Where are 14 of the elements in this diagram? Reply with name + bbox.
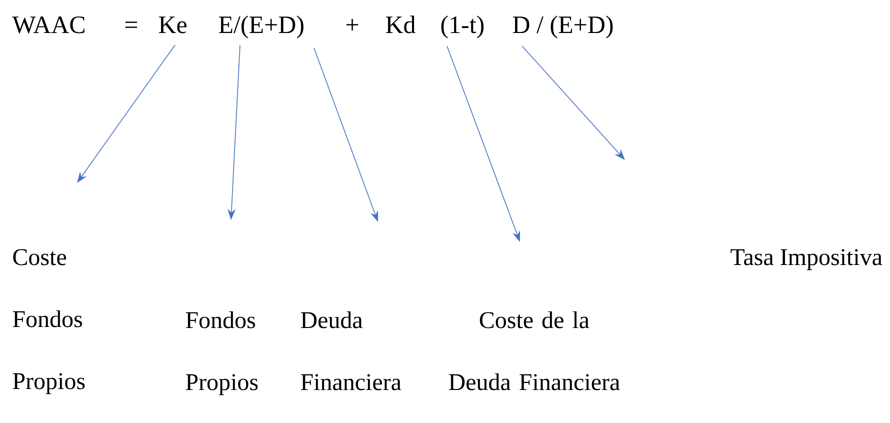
formula-text: + (346, 18, 358, 31)
formula-text: = (125, 22, 138, 28)
formula-term: D / (E+D) (512, 16, 613, 38)
definition-text: Deuda Financiera (300, 311, 402, 390)
arrow (522, 46, 625, 160)
formula-term: Kd (386, 16, 416, 34)
formula-term: (1-t) (441, 16, 484, 38)
formula-text: WAAC (12, 16, 84, 34)
definition-text: Fondos Propios (186, 311, 258, 396)
formula-term: E/(E+D) (218, 16, 304, 38)
formula-term: Ke (158, 16, 186, 34)
definition-text: Tasa Impositiva (730, 249, 882, 270)
definition-text: Coste Fondos Propios (12, 249, 85, 394)
definition-text: Coste de la Deuda Financiera (448, 311, 620, 390)
